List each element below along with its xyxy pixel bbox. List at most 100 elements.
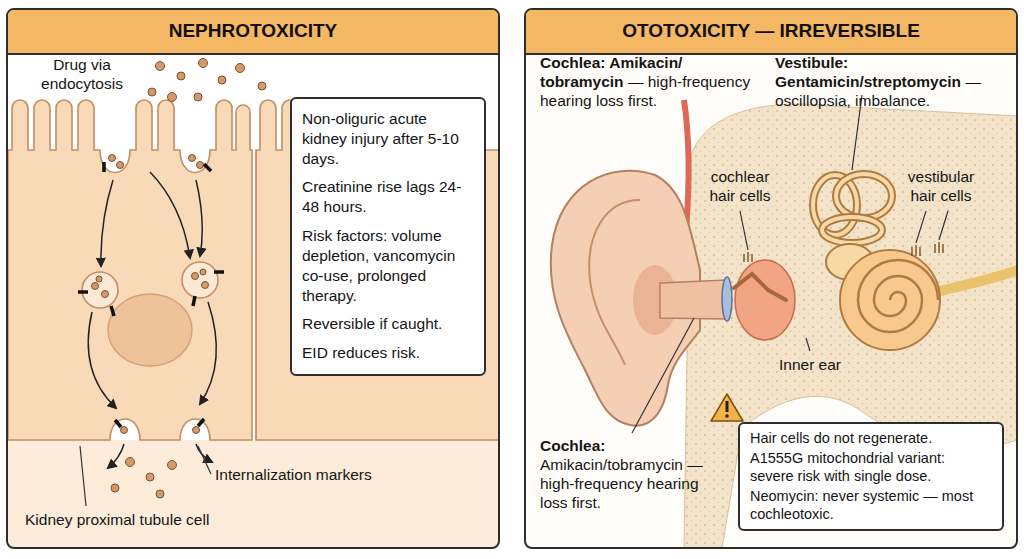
hair-cell-tuft [744, 242, 943, 262]
transport-arrow [108, 444, 124, 468]
internalization-marker [214, 270, 224, 274]
hair-cell-tuft [751, 254, 752, 262]
cochlea [840, 250, 940, 350]
drug-particles [121, 427, 128, 434]
transport-arrow [150, 172, 190, 258]
hair-cell-tuft [747, 252, 748, 262]
hair-cell-tuft [915, 245, 916, 256]
label-block: Internalization markers [215, 466, 415, 485]
drug-particles [177, 72, 185, 80]
semicircular-canals [822, 217, 882, 243]
auditory-nerve [935, 270, 1017, 292]
drug-particles [117, 162, 124, 169]
part-label: vestibular hair cells [893, 168, 989, 206]
transport-arrow [88, 172, 216, 468]
leader-line [198, 446, 211, 474]
drug-particles [197, 162, 204, 169]
tubule-cell [8, 100, 252, 440]
note-text: Risk factors: volume depletion, vancomyc… [302, 226, 474, 305]
leader-line [916, 211, 926, 243]
internalization-marker [193, 296, 195, 306]
internalization-marker [115, 420, 121, 427]
label-block: Inner ear [772, 356, 848, 375]
note-text: Creatinine rise lags 24-48 hours. [302, 177, 474, 217]
transport-arrow [88, 312, 116, 408]
drug-particles [199, 59, 208, 68]
hair-cell-tuft [911, 247, 912, 256]
tubule-cells [7, 59, 499, 549]
hair-cell-tuft [934, 244, 935, 253]
temporal-bone [684, 104, 1017, 548]
endocytic-vesicle [182, 262, 218, 298]
drug-particles [156, 490, 164, 498]
interstitium [7, 440, 499, 548]
hair-cell-tuft [919, 247, 920, 256]
internalization-marker [111, 306, 114, 316]
transport-arrow [196, 180, 202, 256]
part-label: Inner ear [772, 356, 848, 375]
warning-icon [725, 414, 729, 418]
leader-line [80, 446, 86, 506]
internalization-marker [204, 164, 211, 171]
internalization-marker [78, 290, 88, 294]
warning-icon [711, 394, 743, 421]
leader-line [939, 211, 948, 240]
semicircular-canals [822, 217, 882, 243]
callout-label: Internalization markers [215, 466, 415, 485]
internalization-marker [102, 162, 106, 172]
cochlea-spiral [858, 260, 938, 332]
drug-particles [146, 473, 154, 481]
antihelix [589, 200, 640, 365]
hair-cell-tuft [938, 242, 939, 253]
panel-heading: NEPHROTOXICITY [8, 10, 498, 55]
semicircular-canals [836, 174, 892, 218]
info-box: Non-oliguric acute kidney injury after 5… [290, 97, 486, 376]
middle-ear [735, 260, 795, 340]
note-text: EID reduces risk. [302, 343, 474, 363]
warning-text: Neomycin: never systemic — most cochleot… [750, 488, 992, 523]
drug-particles [200, 269, 206, 275]
drug-particles [218, 76, 226, 84]
leader-line [740, 211, 748, 250]
callout-label: Kidney proximal tubule cell [25, 511, 255, 530]
hair-cell-tuft [942, 244, 943, 253]
label-block: Vestibule: Gentamicin/streptomycin— osci… [775, 54, 1011, 111]
endocytic-vesicle [82, 272, 118, 308]
ear-canal [660, 280, 726, 319]
transport-arrow [101, 180, 113, 266]
transport-arrow [200, 302, 216, 404]
label-block: Drug via endocytosis [20, 56, 144, 94]
semicircular-canals [813, 174, 892, 243]
note-text: Reversible if caught. [302, 314, 474, 334]
drug-particles [92, 59, 267, 499]
drug-particles [202, 282, 209, 289]
drug-particles [102, 291, 109, 298]
drug-particles [189, 155, 196, 162]
drug-particles [168, 461, 177, 470]
warning-box: Hair cells do not regenerate.A1555G mito… [738, 422, 1004, 531]
drug-effect-label: Vestibule: Gentamicin/streptomycin [775, 54, 961, 90]
callout-label: Drug via endocytosis [20, 56, 144, 94]
label-block: vestibular hair cells [893, 168, 989, 206]
drug-particles [156, 62, 165, 71]
drug-particles [126, 458, 135, 467]
drug-particles [96, 276, 102, 282]
label-block: Cochlea:Amikacin/tobramycin — high-frequ… [540, 437, 726, 513]
drug-particles [258, 82, 266, 90]
label-block: Cochlea: Amikacin/ tobramycin— high-freq… [540, 54, 764, 111]
drug-particles [168, 93, 177, 102]
panel-heading: OTOTOXICITY — IRREVERSIBLE [526, 10, 1016, 55]
drug-particles [192, 273, 199, 280]
note-text: Non-oliguric acute kidney injury after 5… [302, 109, 474, 168]
drug-particles [109, 155, 116, 162]
drug-particles [111, 484, 119, 492]
internalization-marker [198, 419, 204, 426]
endocytic-vesicle [82, 262, 218, 308]
warning-text: Hair cells do not regenerate. [750, 430, 992, 447]
drug-particles [148, 88, 156, 96]
label-block: Kidney proximal tubule cell [25, 511, 255, 530]
internalization-marker [78, 162, 224, 427]
eardrum [722, 277, 732, 321]
warning-icon [726, 401, 729, 412]
